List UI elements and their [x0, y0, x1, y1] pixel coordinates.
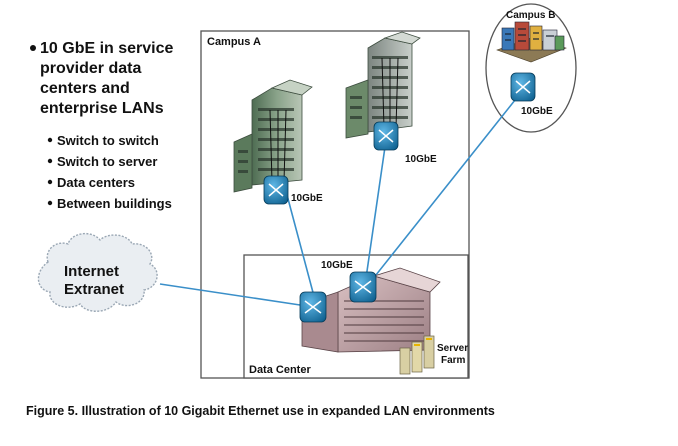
campus-b-label: Campus B: [506, 10, 555, 21]
headline-line-4: enterprise LANs: [40, 100, 164, 117]
server-farm-label-line-2: Farm: [441, 355, 466, 366]
list-item: Switch to server: [47, 154, 157, 169]
list-item: Switch to switch: [47, 133, 159, 148]
building-middle: [345, 31, 421, 139]
link-mid-building-to-core: [364, 139, 387, 286]
internet-cloud-icon: [37, 233, 158, 312]
bullet-dot-icon: [47, 137, 53, 143]
link-label-data-center: 10GbE: [321, 260, 353, 271]
extranet-label: Extranet: [64, 281, 124, 298]
server-farm: [399, 335, 435, 375]
link-label-campus-b: 10GbE: [521, 106, 553, 117]
bullet-text: Switch to server: [57, 154, 157, 169]
campus-a-label: Campus A: [207, 36, 261, 48]
switch-mid-building-icon: [373, 121, 399, 151]
bullet-dot-icon: [47, 158, 53, 164]
headline-line-2: provider data: [40, 60, 141, 77]
headline-line-3: centers and: [40, 80, 130, 97]
link-label-mid-building: 10GbE: [405, 154, 437, 165]
internet-label: Internet: [64, 263, 119, 280]
bullet-list: Switch to switch Switch to server Data c…: [47, 133, 172, 211]
link-left-building-to-dc: [286, 194, 316, 301]
link-internet-to-dc: [159, 283, 301, 306]
bullet-text: Data centers: [57, 175, 135, 190]
list-item: Between buildings: [47, 196, 172, 211]
switch-core-icon: [349, 271, 377, 303]
campus-b-buildings: [496, 21, 567, 63]
figure-caption: Figure 5. Illustration of 10 Gigabit Eth…: [26, 404, 495, 418]
data-center-label: Data Center: [249, 364, 311, 376]
bullet-text: Between buildings: [57, 196, 172, 211]
bullet-dot-icon: [47, 200, 53, 206]
building-left: [233, 79, 313, 193]
switch-data-center-icon: [299, 291, 327, 323]
bullet-text: Switch to switch: [57, 133, 159, 148]
link-label-left-building: 10GbE: [291, 193, 323, 204]
switch-left-building-icon: [263, 175, 289, 205]
headline: 10 GbE in service provider data centers …: [30, 40, 174, 117]
list-item: Data centers: [47, 175, 135, 190]
headline-bullet-icon: [30, 45, 36, 51]
bullet-dot-icon: [47, 179, 53, 185]
link-campus-b-to-core: [367, 89, 524, 286]
headline-line-1: 10 GbE in service: [40, 40, 174, 57]
server-farm-label-line-1: Server: [437, 343, 468, 354]
switch-campus-b-icon: [510, 72, 536, 102]
